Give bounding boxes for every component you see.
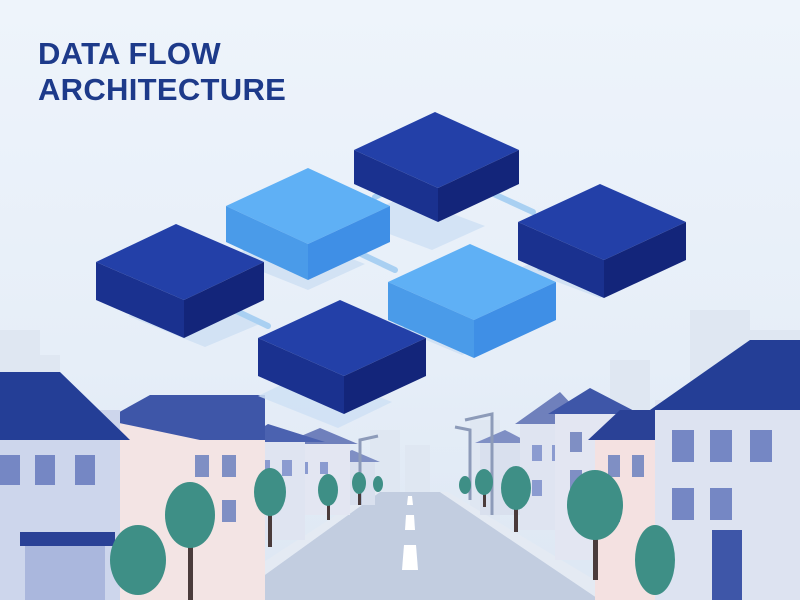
node-dark-right [518,184,686,298]
title-line-2: ARCHITECTURE [38,72,287,107]
road [205,492,628,600]
page-title: DATA FLOW ARCHITECTURE [38,36,286,108]
houses-left [0,372,380,600]
node-light-left [226,168,390,280]
node-dark-bottom [258,300,426,414]
data-flow-diagram [96,112,686,428]
node-dark-left [96,224,264,338]
connector-light-left-to-light-center [354,249,398,273]
node-light-center [388,244,556,358]
node-dark-top [354,112,519,222]
trees [110,466,675,600]
title-line-1: DATA FLOW [38,36,221,71]
